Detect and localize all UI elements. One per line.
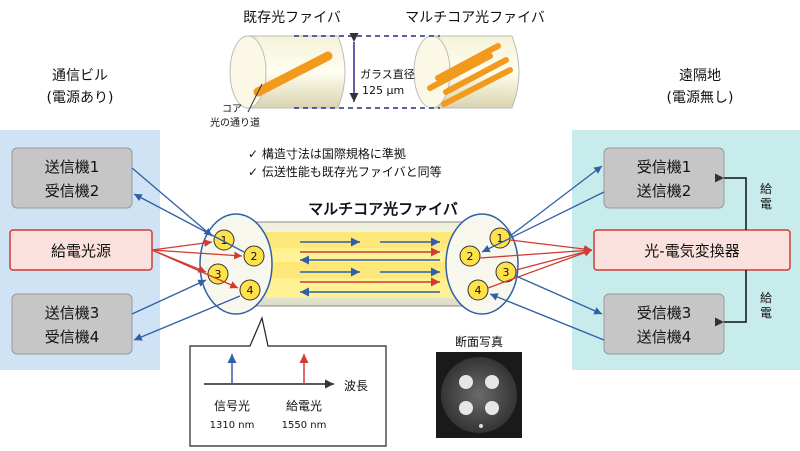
- multicore-fiber-title: マルチコア光ファイバ: [405, 10, 545, 26]
- spectrum-axis-label: 波長: [344, 379, 368, 393]
- right-subtitle: (電源無し): [667, 90, 734, 106]
- signal-wavelength: 1310 nm: [210, 420, 255, 431]
- photo-core-4: [485, 401, 499, 415]
- multicore-fiber-illustration: [413, 35, 520, 109]
- conn-core2-rx2: [133, 193, 245, 253]
- right-rx3-label: 受信機3: [637, 304, 692, 322]
- left-core-3: [207, 263, 229, 285]
- right-core-3-label: 3: [503, 266, 510, 279]
- photo-title: 断面写真: [455, 334, 503, 349]
- left-connections: [131, 167, 245, 341]
- left-tx1-label: 送信機1: [45, 158, 100, 176]
- existing-fiber-illustration: [229, 35, 346, 109]
- feed-label-top-2: 電: [760, 197, 772, 211]
- left-rx2-label: 受信機2: [45, 182, 100, 200]
- right-title: 遠隔地: [679, 68, 721, 84]
- cable-title: マルチコア光ファイバ: [308, 200, 458, 218]
- left-core-2: [243, 245, 265, 267]
- note-standard: ✓ 構造寸法は国際規格に準拠: [248, 146, 406, 161]
- left-box-tx1-rx2: [11, 147, 133, 209]
- conn-tx2-core2: [481, 191, 605, 253]
- conn-power-core1: [151, 239, 213, 251]
- conn-core1-converter: [509, 239, 593, 253]
- right-box-rx3-tx4: [603, 293, 725, 355]
- right-core-4-label: 4: [475, 284, 482, 297]
- left-core-2-label: 2: [251, 250, 258, 263]
- left-core-1-label: 1: [221, 234, 228, 247]
- left-box-tx3-rx4: [11, 293, 133, 355]
- right-core-4: [467, 279, 489, 301]
- left-subtitle: (電源あり): [47, 90, 114, 106]
- right-core-2: [459, 245, 481, 267]
- photo-marker: [479, 424, 483, 428]
- feed-label-bottom-1: 給: [760, 291, 772, 305]
- power-label: 給電光: [286, 399, 322, 413]
- conn-core4-converter: [487, 249, 593, 289]
- note-performance: ✓ 伝送性能も既存光ファイバと同等: [248, 164, 442, 179]
- converter-label: 光-電気変換器: [644, 242, 739, 260]
- left-rx4-label: 受信機4: [45, 328, 100, 346]
- core-label: コア: [222, 104, 242, 115]
- right-tx2-label: 送信機2: [637, 182, 692, 200]
- photo-core-2: [485, 375, 499, 389]
- feed-label-bottom-2: 電: [760, 306, 772, 320]
- feed-label-top: 給 電: [760, 182, 772, 211]
- core-path-label: 光の通り道: [210, 116, 260, 129]
- glass-diameter-value: 125 µm: [362, 84, 404, 97]
- cable-left-face: [199, 213, 273, 315]
- existing-fiber-title: 既存光ファイバ: [243, 10, 341, 26]
- conn-tx4-core4: [489, 293, 605, 341]
- power-source-label: 給電光源: [51, 242, 111, 260]
- conn-tx1-core1: [131, 167, 213, 237]
- conn-core1-rx1: [509, 165, 603, 237]
- converter-box: [593, 229, 791, 271]
- conn-core3-rx3: [515, 275, 603, 315]
- spectrum-callout: [189, 316, 387, 447]
- right-core-2-label: 2: [467, 250, 474, 263]
- right-tx4-label: 送信機4: [637, 328, 692, 346]
- core-leader-line: [247, 83, 263, 113]
- left-tx3-label: 送信機3: [45, 304, 100, 322]
- right-core-1-label: 1: [497, 232, 504, 245]
- left-title: 通信ビル: [52, 68, 108, 84]
- feed-label-top-1: 給: [760, 182, 772, 196]
- conn-core3-converter: [515, 248, 593, 271]
- feed-bracket-bottom: [715, 270, 747, 327]
- conn-core4-rx4: [133, 295, 241, 341]
- photo-core-1: [459, 375, 473, 389]
- signal-label: 信号光: [214, 399, 250, 413]
- photo-core-3: [459, 401, 473, 415]
- left-core-4: [239, 279, 261, 301]
- photo-cladding: [441, 357, 517, 433]
- left-core-3-label: 3: [215, 268, 222, 281]
- left-core-1: [213, 229, 235, 251]
- conn-power-core4: [151, 249, 239, 289]
- left-core-4-label: 4: [247, 284, 254, 297]
- conn-power-core2: [151, 249, 243, 260]
- glass-diameter-label: ガラス直径: [360, 67, 415, 81]
- conn-core2-converter: [479, 246, 593, 259]
- right-connections: [479, 165, 605, 341]
- feed-label-bottom: 給 電: [760, 291, 772, 320]
- right-rx1-label: 受信機1: [637, 158, 692, 176]
- feed-bracket-top: [715, 173, 747, 230]
- cable-core-band-4: [248, 278, 466, 298]
- cable-signal-arrows: [300, 237, 440, 297]
- power-wavelength: 1550 nm: [282, 420, 327, 431]
- conn-tx3-core3: [131, 279, 207, 315]
